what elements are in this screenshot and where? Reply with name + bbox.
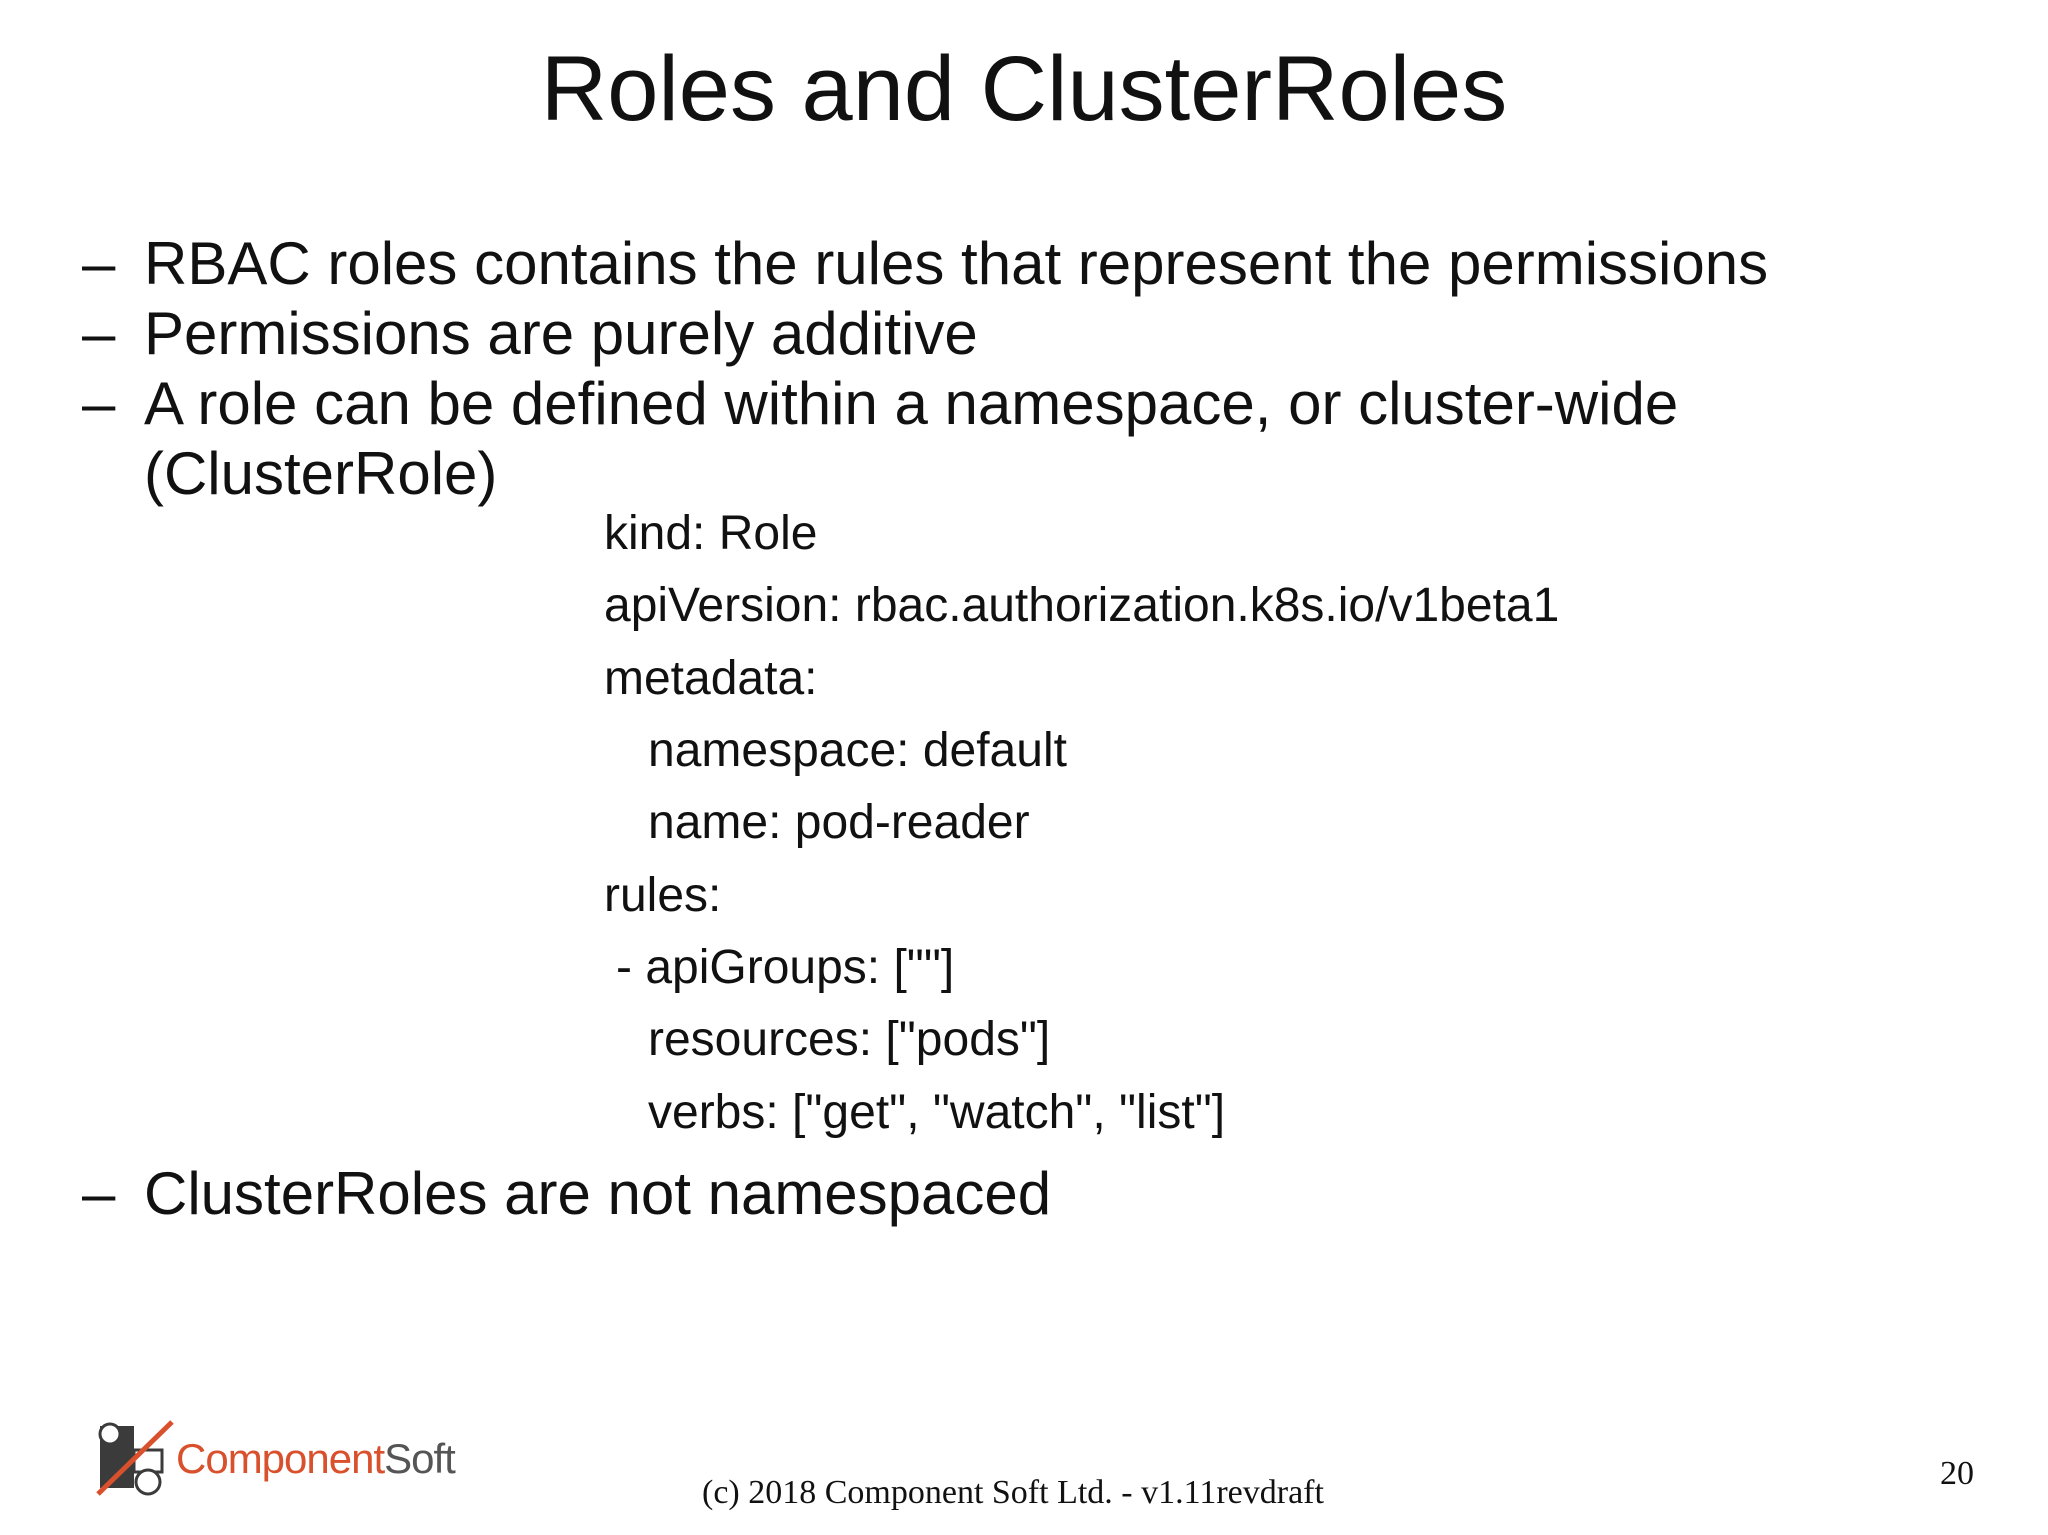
logo-word-part2: Soft: [384, 1435, 456, 1482]
bullet-dash: –: [82, 300, 116, 367]
bullet-text: A role can be defined within a namespace…: [144, 370, 1679, 437]
bullet-dash: –: [82, 230, 116, 297]
code-line: rules:: [604, 869, 722, 922]
code-line: resources: ["pods"]: [648, 1013, 1051, 1066]
bullet-text: ClusterRoles are not namespaced: [144, 1160, 1052, 1227]
company-logo: ComponentSoft: [96, 1420, 456, 1500]
code-line: verbs: ["get", "watch", "list"]: [648, 1086, 1226, 1139]
bullet-dash: –: [82, 370, 116, 437]
code-line: metadata:: [604, 652, 818, 705]
code-line: - apiGroups: [""]: [616, 941, 955, 994]
code-line: kind: Role: [604, 507, 818, 560]
slide-title: Roles and ClusterRoles: [540, 38, 1508, 140]
bullet-text: RBAC roles contains the rules that repre…: [144, 230, 1769, 297]
page-number: 20: [1940, 1455, 1974, 1492]
bullet-text: (ClusterRole): [144, 440, 498, 507]
footer-copyright: (c) 2018 Component Soft Ltd. - v1.11revd…: [702, 1474, 1324, 1511]
code-line: apiVersion: rbac.authorization.k8s.io/v1…: [604, 579, 1560, 632]
logo-word-part1: Component: [176, 1435, 385, 1482]
company-logo-icon: [96, 1420, 174, 1496]
bullet-dash: –: [82, 1160, 116, 1227]
code-line: namespace: default: [648, 724, 1067, 777]
company-logo-wordmark: ComponentSoft: [176, 1434, 456, 1484]
bullet-text: Permissions are purely additive: [144, 300, 978, 367]
code-line: name: pod-reader: [648, 796, 1030, 849]
